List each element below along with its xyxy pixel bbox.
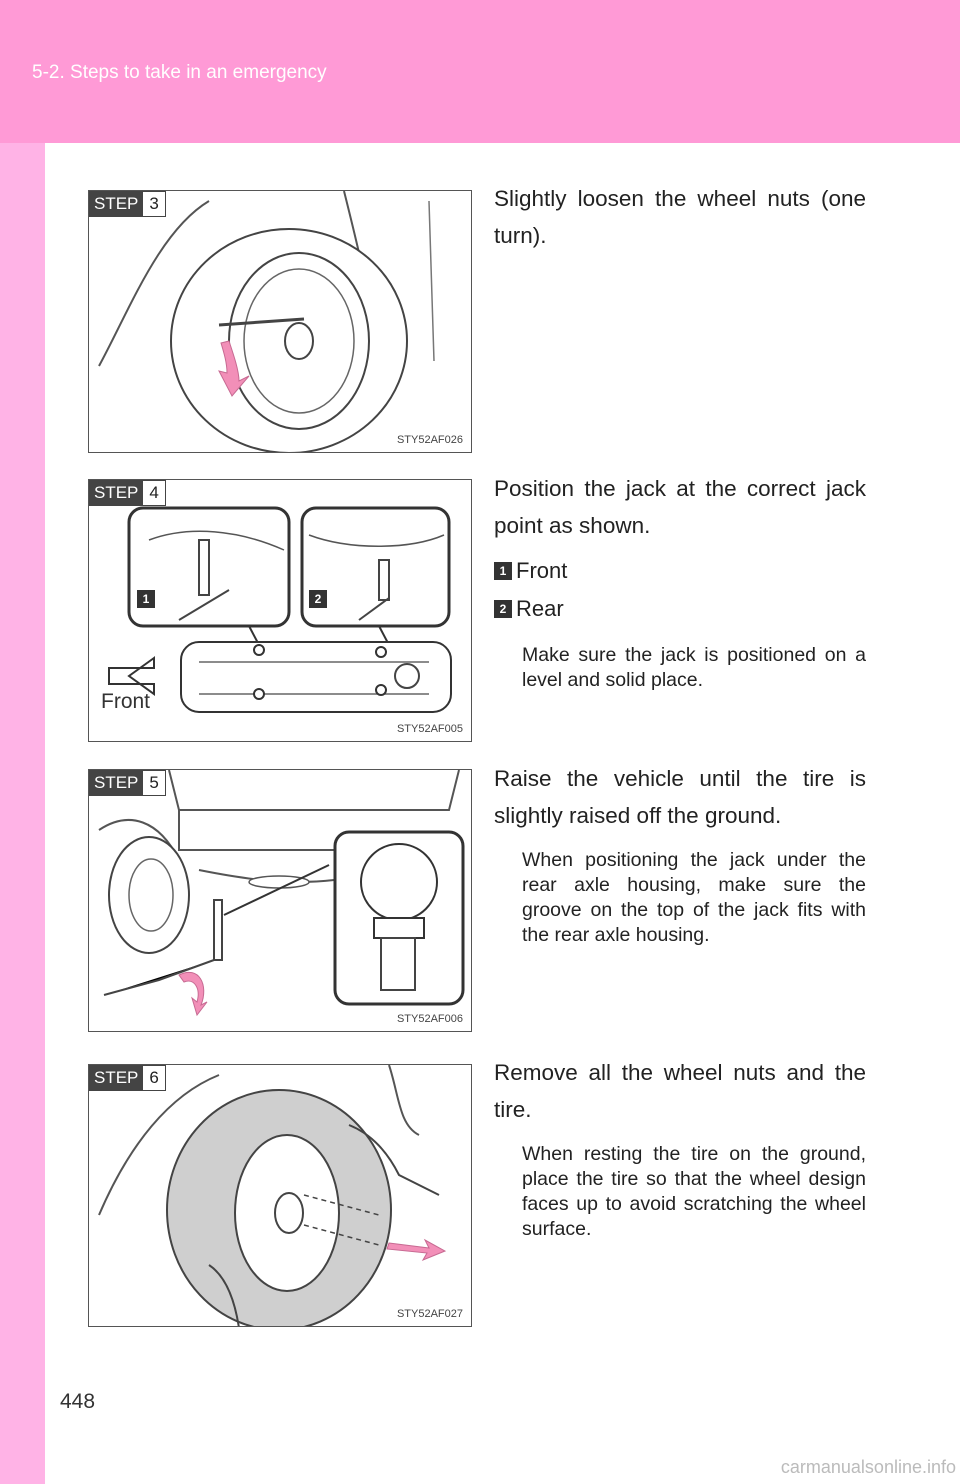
callout-2: 2 <box>309 590 327 608</box>
step-3-text: Slightly loosen the wheel nuts (one turn… <box>494 186 866 248</box>
remove-tire-illustration <box>98 1065 447 1326</box>
step-5-text: Raise the vehicle until the tire is slig… <box>494 766 866 828</box>
badge-2: 2 <box>494 600 512 618</box>
item-rear: 2 Rear <box>494 596 564 622</box>
step-5-note: When positioning the jack under the rear… <box>522 849 866 946</box>
figure-code: STY52AF006 <box>396 1013 463 1025</box>
step-badge: STEP 5 <box>89 770 166 796</box>
figure-step-4: 1 2 Front STEP 4 STY52AF005 <box>88 479 472 742</box>
step-badge: STEP 4 <box>89 480 166 506</box>
step-4-text: Position the jack at the correct jack po… <box>494 476 866 538</box>
page-header: 5-2. Steps to take in an emergency <box>0 0 960 143</box>
jack-points-illustration <box>108 506 452 713</box>
page-number: 448 <box>60 1390 96 1413</box>
step-4-note: Make sure the jack is positioned on a le… <box>522 644 866 691</box>
item-front: 1 Front <box>494 558 567 584</box>
figure-code: STY52AF026 <box>396 434 463 446</box>
figure-step-5: STEP 5 STY52AF006 <box>88 769 472 1032</box>
section-title: 5-2. Steps to take in an emergency <box>32 62 327 83</box>
sidebar-strip <box>0 143 45 1484</box>
raise-vehicle-illustration <box>98 770 465 1017</box>
step-6-text: Remove all the wheel nuts and the tire. <box>494 1060 866 1122</box>
step-6-note: When resting the tire on the ground, pla… <box>522 1143 866 1240</box>
step-badge: STEP 3 <box>89 191 166 217</box>
front-label: Front <box>101 690 151 713</box>
figure-step-3: STEP 3 STY52AF026 <box>88 190 472 453</box>
wheel-loosen-illustration <box>98 191 435 452</box>
badge-1: 1 <box>494 562 512 580</box>
figure-code: STY52AF005 <box>396 723 463 735</box>
callout-1: 1 <box>137 590 155 608</box>
watermark: carmanualsonline.info <box>780 1457 956 1477</box>
figure-step-6: STEP 6 STY52AF027 <box>88 1064 472 1327</box>
figure-code: STY52AF027 <box>396 1308 463 1320</box>
step-badge: STEP 6 <box>89 1065 166 1091</box>
